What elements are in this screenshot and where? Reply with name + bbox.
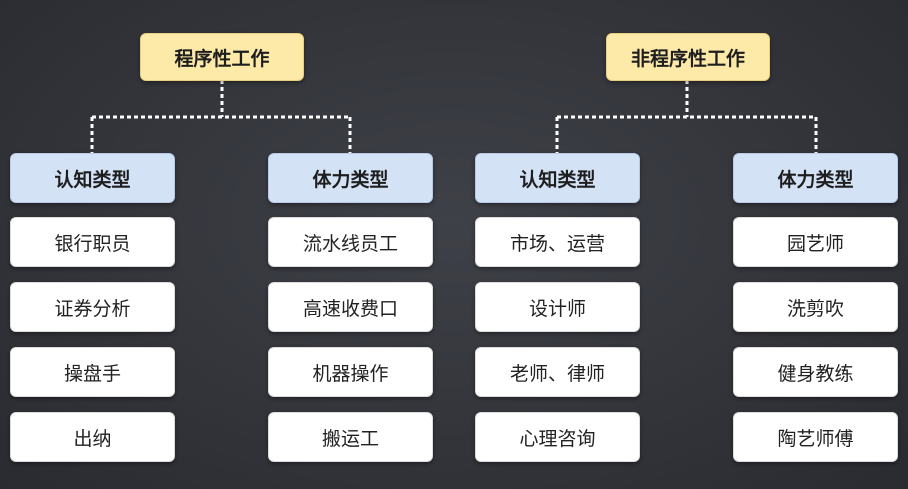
job-item: 市场、运营 bbox=[475, 217, 640, 267]
job-item: 园艺师 bbox=[733, 217, 898, 267]
job-item: 银行职员 bbox=[10, 217, 175, 267]
connector-group-1 bbox=[90, 80, 352, 153]
job-item: 老师、律师 bbox=[475, 347, 640, 397]
job-item: 搬运工 bbox=[268, 412, 433, 462]
job-item: 设计师 bbox=[475, 282, 640, 332]
job-item: 陶艺师傅 bbox=[733, 412, 898, 462]
job-item: 心理咨询 bbox=[475, 412, 640, 462]
category-cognitive-programmatic: 认知类型 bbox=[10, 153, 175, 203]
job-item: 出纳 bbox=[10, 412, 175, 462]
root-non-programmatic-work: 非程序性工作 bbox=[606, 33, 770, 81]
job-item: 流水线员工 bbox=[268, 217, 433, 267]
job-item: 证券分析 bbox=[10, 282, 175, 332]
job-item: 机器操作 bbox=[268, 347, 433, 397]
job-item: 操盘手 bbox=[10, 347, 175, 397]
category-physical-non-programmatic: 体力类型 bbox=[733, 153, 898, 203]
job-item: 高速收费口 bbox=[268, 282, 433, 332]
root-programmatic-work: 程序性工作 bbox=[140, 33, 304, 81]
category-physical-programmatic: 体力类型 bbox=[268, 153, 433, 203]
connector-group-2 bbox=[555, 80, 818, 153]
job-item: 健身教练 bbox=[733, 347, 898, 397]
category-cognitive-non-programmatic: 认知类型 bbox=[475, 153, 640, 203]
job-item: 洗剪吹 bbox=[733, 282, 898, 332]
